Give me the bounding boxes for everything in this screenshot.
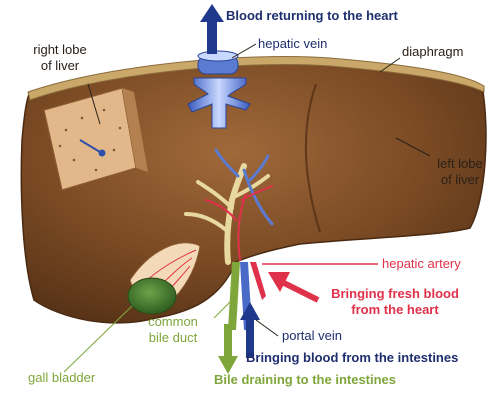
label-diaphragm: diaphragm bbox=[402, 44, 463, 60]
label-common-bile-line2: bile duct bbox=[128, 330, 218, 346]
label-common-bile-duct: common bile duct bbox=[128, 314, 218, 346]
label-right-lobe-line1: right lobe bbox=[20, 42, 100, 58]
label-hepatic-artery: hepatic artery bbox=[382, 256, 461, 272]
arrow-up-blood-returning bbox=[200, 4, 224, 54]
label-portal-vein: portal vein bbox=[282, 328, 342, 344]
gall-bladder-sac bbox=[128, 278, 176, 314]
label-fresh-blood: Bringing fresh blood from the heart bbox=[320, 286, 470, 318]
label-left-lobe: left lobe of liver bbox=[426, 156, 494, 188]
label-blood-returning: Blood returning to the heart bbox=[226, 8, 398, 24]
label-left-lobe-line1: left lobe bbox=[426, 156, 494, 172]
label-right-lobe: right lobe of liver bbox=[20, 42, 100, 74]
label-hepatic-vein: hepatic vein bbox=[258, 36, 327, 52]
label-right-lobe-line2: of liver bbox=[20, 58, 100, 74]
arrow-fresh-blood bbox=[268, 272, 318, 300]
label-common-bile-line1: common bbox=[128, 314, 218, 330]
label-fresh-blood-line2: from the heart bbox=[320, 302, 470, 318]
label-bile-draining: Bile draining to the intestines bbox=[214, 372, 396, 388]
label-from-intestines: Bringing blood from the intestines bbox=[246, 350, 458, 366]
label-fresh-blood-line1: Bringing fresh blood bbox=[320, 286, 470, 302]
arrow-bile-draining bbox=[218, 324, 238, 374]
label-gall-bladder: gall bladder bbox=[28, 370, 95, 386]
label-left-lobe-line2: of liver bbox=[426, 172, 494, 188]
